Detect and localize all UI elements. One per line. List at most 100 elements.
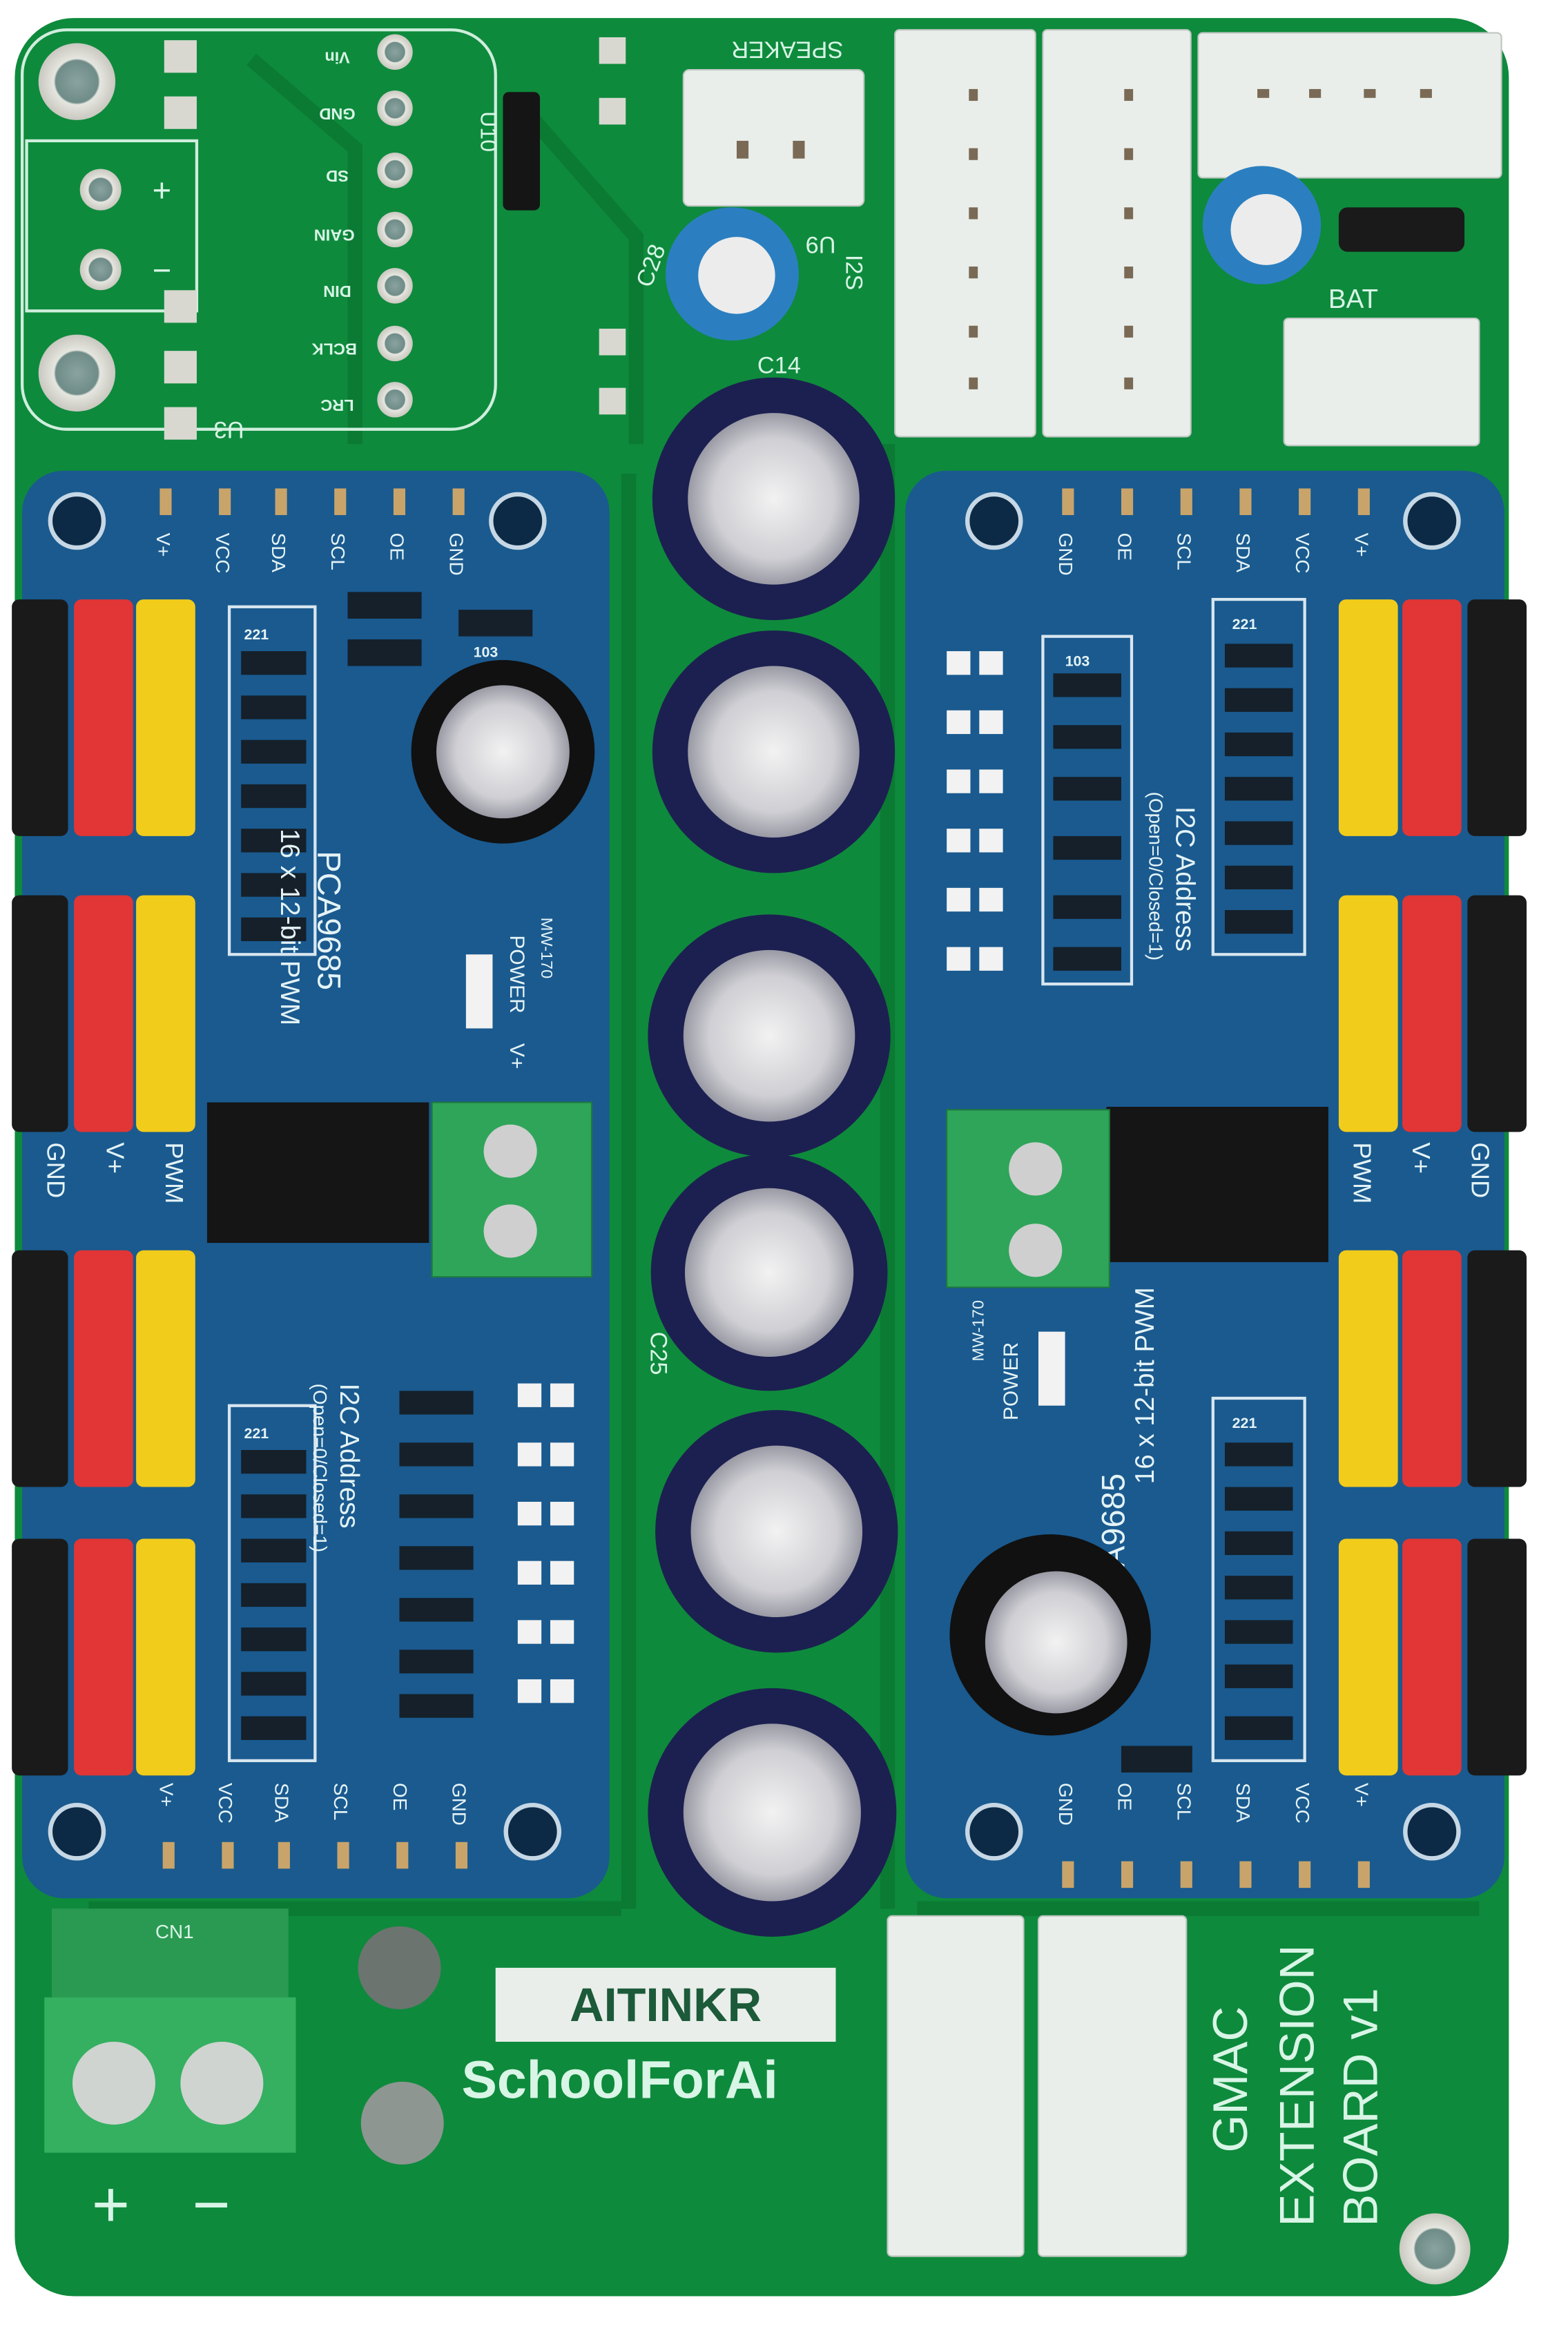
bottom-pin-label: OE — [1114, 1783, 1136, 1810]
schoolforai-logo: SchoolForAi — [461, 2050, 777, 2109]
audio-pin-column — [377, 34, 413, 418]
top-pin-label: SCL — [327, 533, 349, 570]
pin-label-din: DIN — [323, 282, 351, 300]
capacitor-c28 — [666, 207, 799, 341]
pin-label-lrc: LRC — [320, 396, 354, 414]
board-title-line-3: BOARD v1 — [1333, 1988, 1388, 2227]
label-speaker: SPEAKER — [731, 36, 843, 62]
pca9685-chip — [206, 1102, 429, 1244]
smd-label: 103 — [1065, 653, 1090, 669]
chip-subtitle: 16 x 12-bit PWM — [1130, 1287, 1160, 1484]
address-title: I2C Address — [334, 1384, 364, 1529]
header-label-pwm: PWM — [1348, 1142, 1376, 1204]
vplus-label: V+ — [505, 1043, 528, 1070]
model-label: MW-170 — [538, 918, 556, 979]
screw — [360, 2081, 444, 2165]
header-label-pwm: PWM — [160, 1142, 188, 1204]
connector-1[interactable] — [894, 29, 1036, 438]
bottom-pin-label: GND — [449, 1783, 470, 1826]
connector-2[interactable] — [1042, 29, 1192, 438]
address-note: (Open=0/Closed=1) — [1145, 792, 1167, 961]
audio-amp-footprint: + − Vin GND SD GAIN DIN BCLK LRC U3 — [20, 28, 497, 443]
top-pin-label: VCC — [212, 533, 233, 574]
servo-headers-left[interactable] — [12, 599, 195, 1776]
connector-3[interactable] — [1197, 32, 1502, 179]
ref-u10: U10 — [476, 111, 501, 152]
bulk-capacitors — [648, 377, 898, 1937]
bottom-pin-label: SDA — [271, 1783, 292, 1823]
chip-subtitle: 16 x 12-bit PWM — [275, 829, 304, 1025]
pin-label-bclk: BCLK — [311, 340, 356, 358]
bottom-pin-label: SDA — [1232, 1783, 1254, 1823]
ref-c14: C14 — [757, 352, 801, 378]
top-pin-label: GND — [1055, 533, 1076, 576]
header-label-vplus: V+ — [1407, 1142, 1435, 1174]
label-plus: + — [92, 2168, 130, 2241]
smd-label: 103 — [474, 644, 499, 661]
model-label: MW-170 — [969, 1300, 987, 1362]
capacitor-blue-top — [1202, 166, 1322, 284]
resistor-label: 221 — [244, 626, 269, 643]
header-label-vplus: V+ — [101, 1142, 129, 1174]
connector-bottom-2[interactable] — [1037, 1915, 1188, 2257]
mount-hole — [38, 43, 116, 120]
power-label: POWER — [505, 935, 528, 1013]
bottom-pin-label: VCC — [1292, 1783, 1313, 1824]
ref-u9: U9 — [806, 231, 836, 258]
mount-hole — [1399, 2213, 1471, 2285]
ref-c25: C25 — [646, 1332, 672, 1375]
battery-connector[interactable] — [1283, 317, 1480, 447]
minus-label: − — [153, 251, 172, 288]
chip-name: PCA9685 — [311, 851, 348, 990]
bottom-pin-label: V+ — [155, 1783, 177, 1807]
resistor-label: 221 — [1232, 1415, 1257, 1431]
header-label-gnd: GND — [1467, 1142, 1495, 1198]
plus-label: + — [153, 172, 172, 209]
bottom-pin-label: SCL — [1173, 1783, 1194, 1820]
cn1-power-terminal[interactable] — [44, 1908, 296, 2153]
pin-label-vin: Vin — [325, 48, 349, 66]
power-terminal[interactable] — [946, 1109, 1110, 1288]
bottom-pin-label: OE — [389, 1783, 411, 1810]
pin-label-sd: SD — [326, 167, 349, 185]
label-minus: − — [193, 2168, 231, 2241]
top-pin-label: SCL — [1173, 533, 1194, 570]
label-i2s: I2S — [840, 255, 867, 290]
address-title: I2C Address — [1170, 806, 1199, 951]
resistor-label: 221 — [1232, 616, 1257, 632]
i2s-connectors — [894, 29, 1502, 438]
mount-hole — [38, 334, 116, 412]
traces — [88, 53, 1480, 1916]
board-title-line-2: EXTENSION — [1269, 1944, 1324, 2227]
board-title-line-1: GMAC — [1203, 2007, 1257, 2153]
pca9685-chip — [1106, 1106, 1328, 1262]
diode-u10 — [503, 92, 540, 211]
diode-top-right — [1338, 207, 1465, 252]
top-pin-label: OE — [1114, 533, 1136, 561]
screw — [358, 1926, 441, 2009]
bottom-pin-label: SCL — [330, 1783, 351, 1820]
ref-u3: U3 — [214, 416, 244, 443]
header-label-gnd: GND — [42, 1142, 70, 1198]
top-pin-label: VCC — [1292, 533, 1313, 574]
aitinkr-logo: AITINKR — [570, 1978, 762, 2031]
bottom-pin-label: GND — [1055, 1783, 1076, 1826]
bottom-pin-label: VCC — [215, 1783, 236, 1824]
top-pin-label: SDA — [268, 533, 289, 573]
pin-label-gnd: GND — [319, 105, 355, 123]
power-terminal[interactable] — [431, 1101, 593, 1278]
top-pin-label: SDA — [1232, 533, 1254, 573]
bottom-pin-label: V+ — [1351, 1783, 1372, 1807]
speaker-connector[interactable] — [682, 69, 865, 207]
connector-bottom-1[interactable] — [887, 1915, 1025, 2257]
top-pin-label: V+ — [153, 533, 174, 557]
top-pin-label: V+ — [1351, 533, 1372, 557]
servo-headers-right[interactable] — [1338, 599, 1527, 1776]
ref-cn1: CN1 — [155, 1921, 194, 1942]
power-label: POWER — [1000, 1342, 1023, 1420]
address-note: (Open=0/Closed=1) — [309, 1384, 331, 1553]
top-pin-label: OE — [387, 533, 408, 561]
aitinkr-logo-box — [495, 1967, 836, 2042]
label-bat: BAT — [1328, 284, 1378, 314]
